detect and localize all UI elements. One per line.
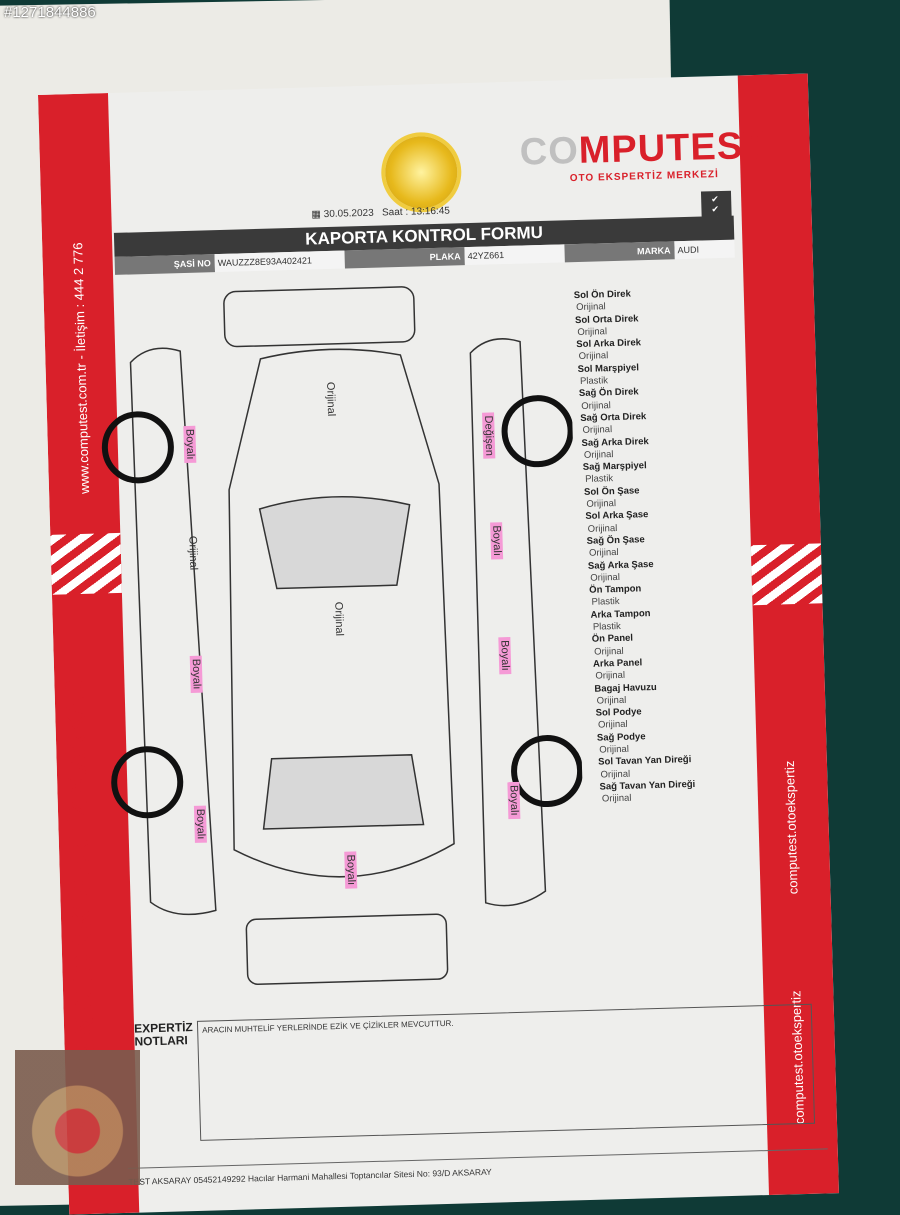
logo-o: O — [547, 129, 580, 173]
label-right-rear-door: Boyalı — [498, 637, 512, 674]
photo-id: #1271844886 — [4, 4, 96, 21]
brand-logo: COMPUTEST OTO EKSPERTİZ MERKEZİ — [519, 125, 768, 186]
plaka-label: PLAKA — [344, 247, 465, 269]
car-rear-view — [245, 913, 449, 985]
marka-value: AUDI — [674, 239, 735, 260]
label-roof: Orijinal — [332, 601, 346, 637]
wheel-rr — [511, 735, 584, 808]
car-diagram — [101, 286, 584, 985]
expert-notes: ARACIN MUHTELİF YERLERİNDE EZİK VE ÇİZİK… — [196, 1003, 816, 1141]
time: Saat : 13:16:45 — [381, 205, 451, 219]
wheel-lr — [111, 746, 184, 819]
ottoman-emblem-watermark — [15, 1050, 140, 1185]
label-right-front-door: Boyalı — [490, 522, 504, 560]
footer-address: TEST AKSARAY 05452149292 Hacılar Harmani… — [127, 1148, 829, 1187]
sasi-label: ŞASİ NO — [114, 254, 216, 275]
label-hood: Orijinal — [324, 381, 338, 417]
label-left-rear-fender: Boyalı — [193, 805, 207, 843]
wheel-lf — [101, 411, 174, 484]
label-trunk: Boyalı — [344, 851, 358, 889]
car-top-view — [228, 348, 455, 878]
label-right-front-fender: Değişen — [482, 412, 496, 460]
inspection-form: www.computest.com.tr - İletişim : 444 2 … — [38, 73, 839, 1215]
car-right-side — [469, 338, 547, 907]
marka-label: MARKA — [564, 241, 675, 263]
label-left-front-door: Orijinal — [186, 535, 200, 571]
label-right-rear-fender: Boyalı — [507, 781, 521, 819]
windshield — [258, 496, 411, 590]
notes-label-2: NOTLARI — [134, 1033, 188, 1049]
label-left-rear-door: Boyalı — [189, 655, 203, 693]
calendar-icon: ▦ — [311, 209, 322, 221]
part-status: Orijinal — [601, 792, 632, 805]
label-left-front-fender: Boyalı — [183, 425, 197, 463]
gold-seal — [384, 135, 459, 210]
plaka-value: 42YZ661 — [464, 244, 565, 266]
logo-c: C — [519, 130, 549, 174]
sasi-value: WAUZZZ8E93A402421 — [214, 250, 345, 273]
date-time: ▦ 30.05.2023 Saat : 13:16:45 — [311, 206, 450, 221]
rear-window — [262, 754, 425, 830]
car-left-side — [129, 347, 217, 916]
logo-rest: MPUTEST — [578, 124, 768, 172]
date: 30.05.2023 — [323, 207, 374, 221]
stripes-right — [750, 543, 823, 606]
wheel-rf — [501, 395, 574, 468]
car-front-view — [223, 286, 416, 348]
